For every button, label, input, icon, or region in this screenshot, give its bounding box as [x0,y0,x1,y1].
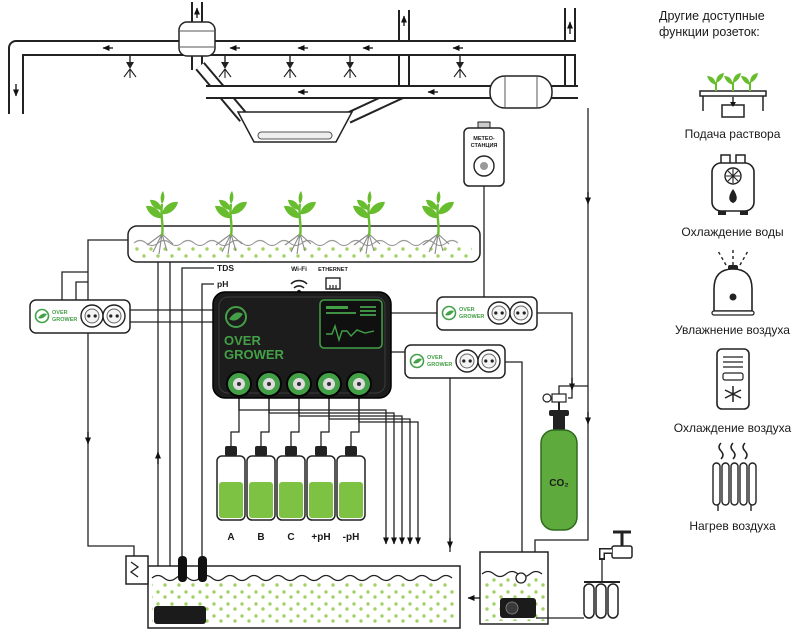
inline-fan [178,21,216,57]
pump-connectors [226,371,372,397]
controller-screen [319,299,383,349]
tds-label: TDS [217,263,234,273]
strip-brand-line1: OVER [459,307,475,313]
socket-outlet [487,301,533,325]
bottle-a: A [216,446,246,543]
nutrient-bottles: A B C +pH -pH [216,446,366,543]
controller-brand-line1: OVER [224,333,261,348]
sidebar-item-label: Увлажнение воздуха [675,322,790,337]
sidebar: Другие доступные функции розеток: Подача… [655,0,810,632]
solution-supply-icon [698,72,767,118]
socket-outlet [455,349,501,373]
inlet-valve [125,555,149,585]
co2-label: CO₂ [549,478,568,489]
overgrower-logo-icon [225,306,247,328]
controller-brand-line2: GROWER [224,347,285,362]
duct-filter [489,75,553,109]
socket-strip-left: OVER GROWER [29,299,131,334]
sidebar-item-air-heating: Нагрев воздуха [659,439,806,533]
strip-brand-line2: GROWER [427,362,452,368]
grow-lamp [236,111,354,143]
overgrower-logo-icon [34,308,50,324]
ph-label: pH [217,279,228,289]
float-valve [515,572,527,584]
sidebar-item-air-humidification: Увлажнение воздуха [659,243,806,337]
bottle-ph-down: -pH [336,446,366,543]
overgrower-logo-icon [441,305,457,321]
sidebar-item-air-cooling: Охлаждение воздуха [659,341,806,435]
air-humidification-icon [710,248,755,316]
sidebar-item-label: Нагрев воздуха [689,518,776,533]
overgrower-logo-icon [409,353,425,369]
tds-probe [178,556,187,582]
bottle-b: B [246,446,276,543]
ethernet-label: ETHERNET [318,267,348,273]
wires-and-tubes [61,108,591,606]
co2-tank: CO₂ [540,393,578,531]
strip-brand-line2: GROWER [459,314,484,320]
grow-tray [127,225,481,263]
bottle-label: -pH [343,532,360,543]
strip-brand-line2: GROWER [52,317,77,323]
wifi-label: Wi-Fi [291,266,307,273]
water-filters [536,560,620,619]
controller-unit: TDS pH Wi-Fi ETHERNET OVER GROWER [212,263,392,399]
socket-strip-right: OVER GROWER [436,296,538,331]
weather-station-label-line1: МЕТЕО- [473,136,495,142]
main-reservoir [125,555,461,629]
sidebar-item-label: Охлаждение воды [681,224,784,239]
bottle-label: C [287,532,294,543]
sidebar-item-water-cooling: Охлаждение воды [659,145,806,239]
air-cooling-icon [715,347,750,410]
air-heating-icon [711,441,757,511]
bottle-ph-up: +pH [306,446,336,543]
bottle-label: B [257,532,264,543]
sidebar-title: Другие доступные функции розеток: [659,9,765,40]
bottle-c: C [276,446,306,543]
ethernet-icon [325,277,341,290]
water-cooling-icon [710,153,755,215]
weather-station-label-line2: СТАНЦИЯ [471,143,498,149]
strip-brand-line1: OVER [427,355,443,361]
scheme-svg: МЕТЕО- СТАНЦИЯ [8,2,633,629]
sprinkler-icons [123,55,467,79]
water-faucet [599,530,633,560]
ph-probe [198,556,207,582]
fresh-water-tank [467,551,549,625]
strip-brand-line1: OVER [52,310,68,316]
sidebar-item-label: Охлаждение воздуха [673,420,792,435]
bottle-label: +pH [311,532,330,543]
reservoir-pump [154,606,206,624]
duct-flow-arrows [13,7,573,97]
sidebar-item-solution-supply: Подача раствора [659,47,806,141]
socket-outlet [80,304,126,328]
weather-station: МЕТЕО- СТАНЦИЯ [463,121,505,187]
sidebar-item-label: Подача раствора [684,126,781,141]
bottle-label: A [227,532,234,543]
socket-strip-middle: OVER GROWER [404,344,506,379]
